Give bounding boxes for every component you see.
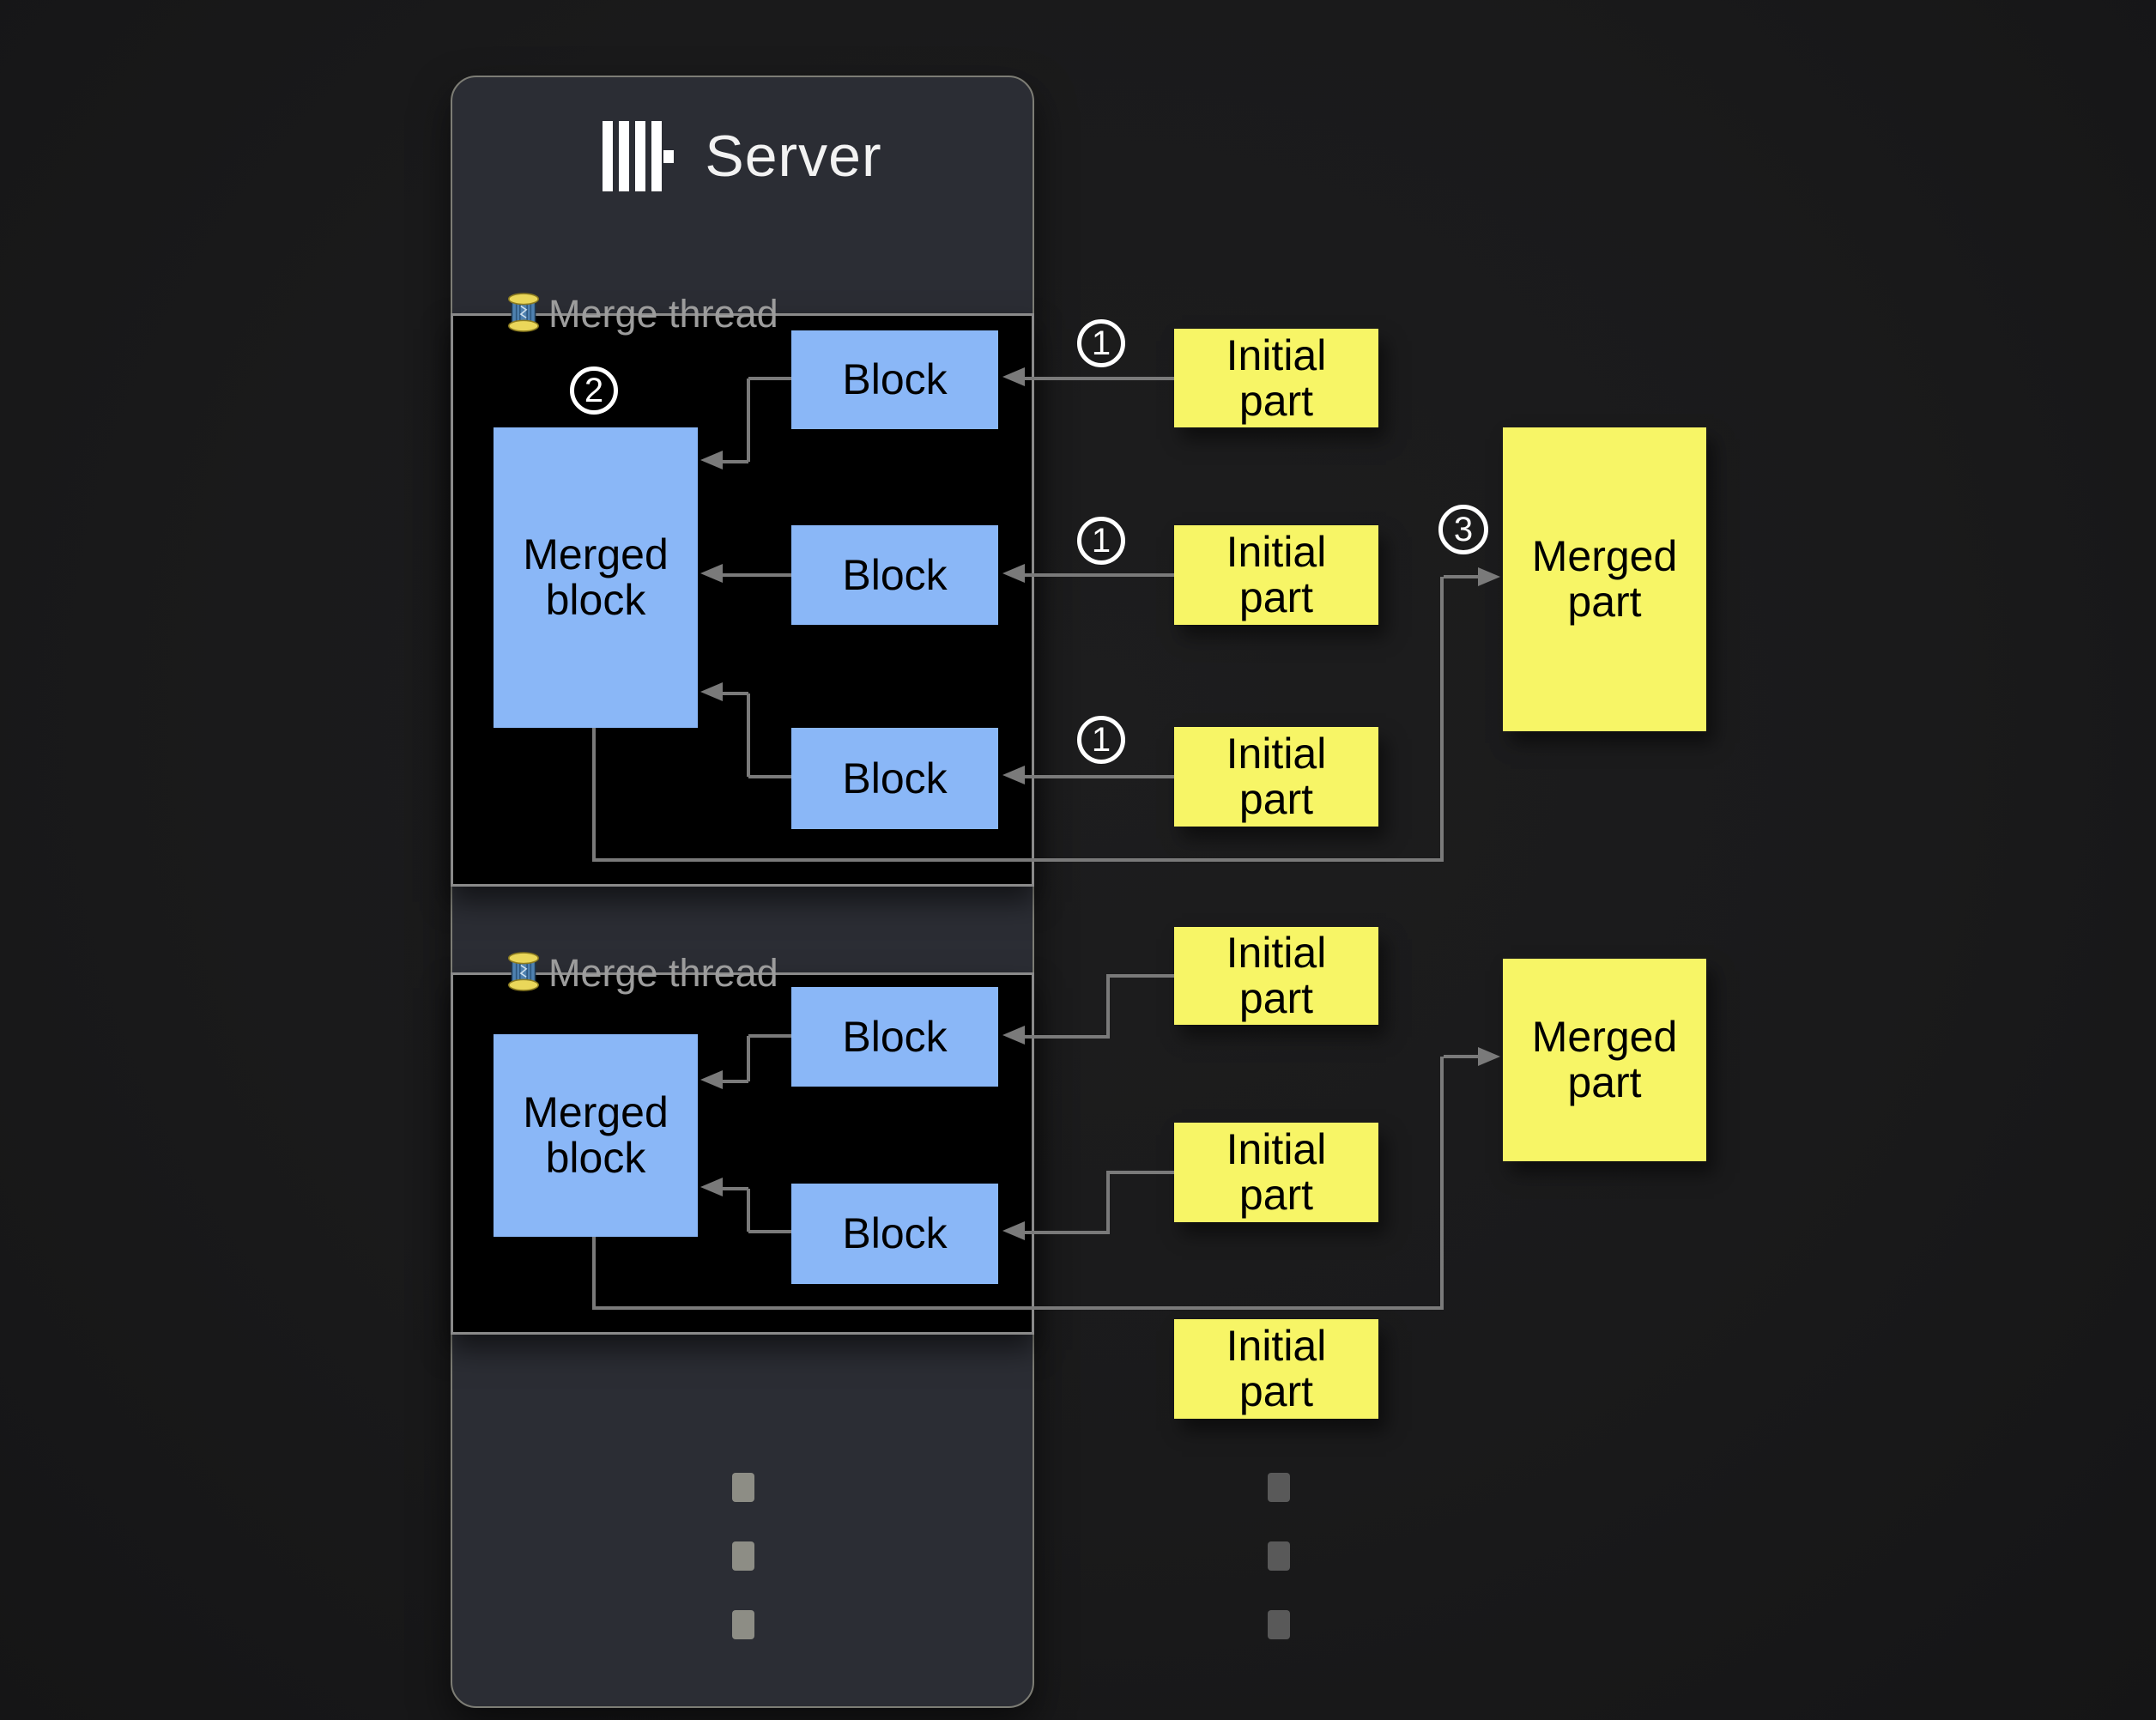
server-header: Server xyxy=(451,112,1034,201)
connector-line xyxy=(721,460,748,463)
connector-line xyxy=(721,573,791,577)
step-badge-3: 3 xyxy=(1438,505,1488,554)
arrow-head xyxy=(700,1178,723,1196)
merged-part: Merged part xyxy=(1503,959,1706,1161)
step-badge-2: 2 xyxy=(570,366,618,415)
merged-block: Merged block xyxy=(494,1034,698,1237)
arrow-head xyxy=(1478,1047,1500,1066)
connector-line xyxy=(1023,1231,1108,1234)
initial-part: Initial part xyxy=(1174,927,1378,1025)
thread-spool-icon xyxy=(507,951,540,996)
connector-line xyxy=(1106,1171,1110,1234)
label-line-segment xyxy=(788,972,1034,975)
merge-thread-label-text: Merge thread xyxy=(548,951,778,995)
connector-line xyxy=(748,1230,791,1233)
connector-line xyxy=(1023,1035,1108,1039)
ellipsis-dot xyxy=(1268,1610,1290,1639)
step-badge-1: 1 xyxy=(1077,716,1125,764)
arrow-head xyxy=(700,1070,723,1089)
connector-line xyxy=(1440,577,1444,862)
label-line-segment xyxy=(451,312,504,316)
ellipsis-dot xyxy=(732,1541,754,1571)
connector-line xyxy=(721,692,748,695)
ellipsis-dot xyxy=(1268,1473,1290,1502)
connector-line xyxy=(592,1237,596,1310)
connector-line xyxy=(1444,575,1478,578)
merged-block: Merged block xyxy=(494,427,698,728)
connector-line xyxy=(747,693,750,777)
connector-line xyxy=(721,1187,748,1190)
connector-line xyxy=(1106,974,1110,1039)
connector-line xyxy=(747,1036,750,1081)
block: Block xyxy=(791,728,998,829)
merge-thread-label-2: Merge thread xyxy=(451,951,1034,996)
arrow-head xyxy=(700,451,723,469)
connector-line xyxy=(747,1189,750,1232)
label-line-segment xyxy=(788,312,1034,316)
step-badge-1: 1 xyxy=(1077,319,1125,367)
arrow-head xyxy=(1002,367,1025,386)
step-badge-1: 1 xyxy=(1077,517,1125,565)
merge-thread-label-text: Merge thread xyxy=(548,292,778,336)
connector-line xyxy=(592,858,1444,862)
connector-line xyxy=(1023,377,1174,380)
block: Block xyxy=(791,987,998,1087)
label-line-segment xyxy=(451,972,504,975)
ellipsis-dot xyxy=(732,1610,754,1639)
connector-line xyxy=(1023,775,1174,778)
initial-part: Initial part xyxy=(1174,1319,1378,1419)
connector-line xyxy=(748,377,791,380)
initial-part: Initial part xyxy=(1174,525,1378,625)
arrow-head xyxy=(1002,564,1025,583)
thread-spool-icon xyxy=(507,292,540,337)
connector-line xyxy=(748,1034,791,1038)
connector-line xyxy=(1108,974,1174,978)
connector-line xyxy=(1440,1057,1444,1310)
connector-line xyxy=(592,728,596,862)
merge-thread-label-1: Merge thread xyxy=(451,292,1034,337)
arrow-head xyxy=(1002,1026,1025,1045)
initial-part: Initial part xyxy=(1174,329,1378,427)
merged-part: Merged part xyxy=(1503,427,1706,731)
connector-line xyxy=(592,1306,1444,1310)
connector-line xyxy=(1108,1171,1174,1174)
connector-line xyxy=(1444,1055,1478,1058)
arrow-head xyxy=(1478,567,1500,586)
block: Block xyxy=(791,525,998,625)
server-title: Server xyxy=(705,124,882,189)
block: Block xyxy=(791,1184,998,1284)
connector-line xyxy=(721,1080,748,1083)
arrow-head xyxy=(1002,1221,1025,1240)
arrow-head xyxy=(700,682,723,701)
arrow-head xyxy=(700,564,723,583)
clickhouse-logo-icon xyxy=(603,121,675,191)
initial-part: Initial part xyxy=(1174,727,1378,827)
ellipsis-dot xyxy=(732,1473,754,1502)
connector-line xyxy=(1023,573,1174,577)
arrow-head xyxy=(1002,766,1025,784)
block: Block xyxy=(791,330,998,429)
connector-line xyxy=(748,775,791,778)
ellipsis-dot xyxy=(1268,1541,1290,1571)
connector-line xyxy=(747,379,750,462)
initial-part: Initial part xyxy=(1174,1123,1378,1222)
